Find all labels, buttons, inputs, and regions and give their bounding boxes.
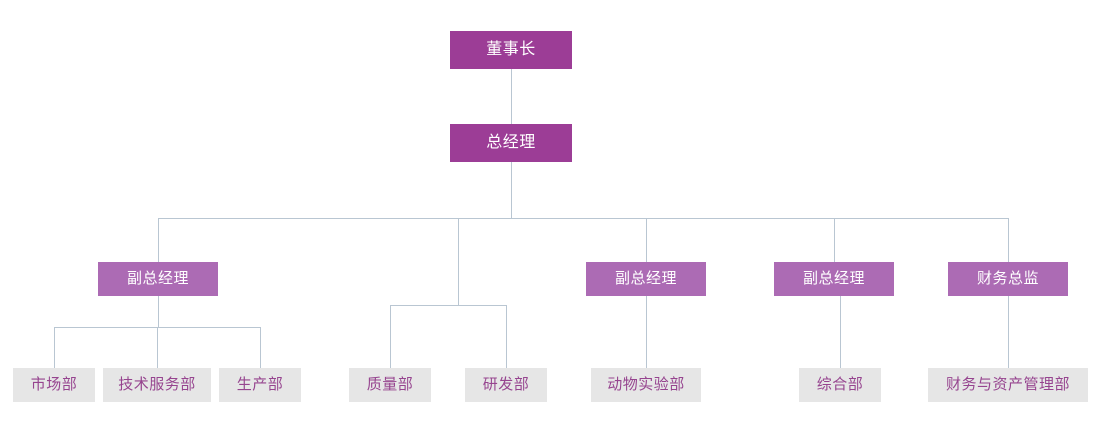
connector-bus-main-to-bus-main <box>158 218 1008 219</box>
connector-bus-left-to-l1 <box>54 327 55 368</box>
connector-bus-center-to-l4 <box>390 305 391 368</box>
connector-n1-to-bus-main <box>511 162 512 218</box>
org-node-label: 市场部 <box>30 375 78 393</box>
org-node-n4[interactable]: 副总经理 <box>774 262 894 296</box>
org-node-l6[interactable]: 动物实验部 <box>591 368 701 402</box>
org-node-label: 研发部 <box>482 375 530 393</box>
org-node-label: 副总经理 <box>802 269 865 287</box>
connector-n0-to-n1 <box>511 69 512 124</box>
org-node-l5[interactable]: 研发部 <box>465 368 547 402</box>
org-node-label: 技术服务部 <box>118 375 196 393</box>
connector-bus-main-to-bus-center <box>458 218 459 305</box>
org-node-label: 副总经理 <box>126 269 189 287</box>
org-node-label: 综合部 <box>816 375 864 393</box>
org-node-label: 总经理 <box>486 134 536 152</box>
org-node-l4[interactable]: 质量部 <box>349 368 431 402</box>
org-node-n5[interactable]: 财务总监 <box>948 262 1068 296</box>
connector-n3-to-l6 <box>646 296 647 368</box>
org-node-label: 财务总监 <box>976 269 1039 287</box>
connector-bus-main-to-n2 <box>158 218 159 262</box>
connector-bus-main-to-n3 <box>646 218 647 262</box>
org-node-label: 生产部 <box>236 375 284 393</box>
org-node-l7[interactable]: 综合部 <box>799 368 881 402</box>
connector-bus-center-to-bus-center <box>390 305 506 306</box>
org-node-label: 副总经理 <box>614 269 677 287</box>
connector-bus-main-to-n4 <box>834 218 835 262</box>
org-node-label: 质量部 <box>366 375 414 393</box>
org-node-l8[interactable]: 财务与资产管理部 <box>928 368 1088 402</box>
org-node-label: 董事长 <box>486 41 536 59</box>
org-node-n0[interactable]: 董事长 <box>450 31 572 69</box>
connector-n4-to-l7 <box>840 296 841 368</box>
org-node-n2[interactable]: 副总经理 <box>98 262 218 296</box>
connector-n5-to-l8 <box>1008 296 1009 368</box>
org-node-l2[interactable]: 技术服务部 <box>103 368 211 402</box>
connector-bus-left-to-l2 <box>157 327 158 368</box>
connector-bus-main-to-n5 <box>1008 218 1009 262</box>
connector-bus-center-to-l5 <box>506 305 507 368</box>
org-node-n1[interactable]: 总经理 <box>450 124 572 162</box>
org-node-label: 财务与资产管理部 <box>945 375 1070 393</box>
connector-n2-to-bus-left <box>158 296 159 327</box>
org-node-l1[interactable]: 市场部 <box>13 368 95 402</box>
org-node-l3[interactable]: 生产部 <box>219 368 301 402</box>
connector-bus-left-to-l3 <box>260 327 261 368</box>
org-node-label: 动物实验部 <box>607 375 685 393</box>
org-node-n3[interactable]: 副总经理 <box>586 262 706 296</box>
